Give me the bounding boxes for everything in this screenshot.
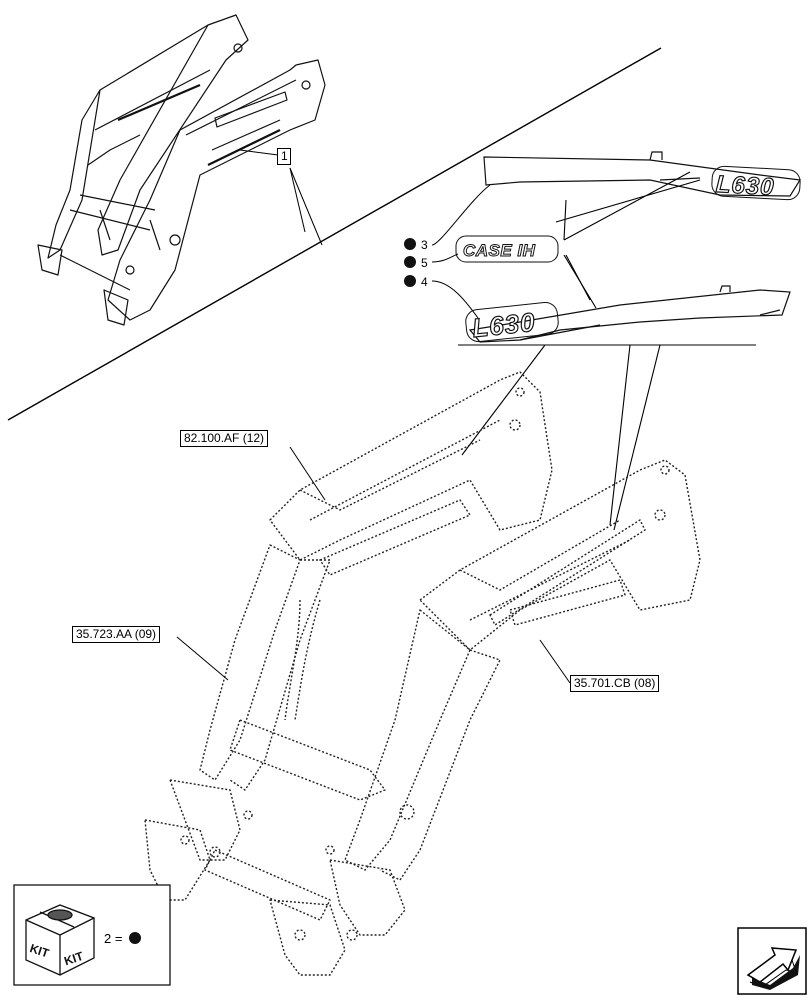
bullet-icon — [404, 275, 416, 287]
callout-index-box[interactable]: 1 — [277, 148, 291, 165]
kit-box-icon — [25, 904, 95, 976]
kit-legend: KIT KIT 2 = — [13, 884, 171, 986]
decal-l630-lower-text: L630 — [471, 307, 537, 343]
decal-item-list: 3 5 4 — [404, 238, 428, 289]
reference-82-100-af[interactable]: 82.100.AF (12) — [180, 430, 269, 447]
kit-equation: 2 = — [104, 931, 122, 946]
decal-leaders — [458, 171, 756, 531]
overview-loader-drawing — [37, 14, 326, 326]
decal-item-number: 4 — [421, 275, 428, 289]
next-page-arrow-icon[interactable] — [737, 927, 807, 995]
kit-label-right: KIT — [62, 949, 85, 968]
section-divider — [7, 47, 662, 421]
decal-case-ih-text: CASE IH — [463, 241, 536, 260]
decal-item-number: 5 — [421, 256, 428, 270]
decal-detail — [468, 151, 802, 343]
callout-1-leader-to-divider-b — [289, 167, 306, 233]
bullet-leaders — [431, 184, 491, 319]
reference-35-723-aa[interactable]: 35.723.AA (09) — [72, 626, 161, 643]
callout-1-leader — [239, 149, 279, 156]
bullet-icon — [404, 256, 416, 268]
bullet-icon — [129, 932, 141, 944]
decal-case-ih: CASE IH — [455, 235, 559, 263]
decal-item-number: 3 — [421, 238, 428, 252]
decal-l630-lower: L630 — [465, 301, 559, 344]
decal-l630-upper-text: L630 — [715, 171, 775, 201]
bullet-icon — [404, 238, 416, 250]
callout-1-leader-to-divider — [289, 167, 323, 246]
reference-leaders — [176, 446, 571, 684]
kit-label-left: KIT — [28, 941, 51, 960]
main-loader-drawing — [144, 371, 701, 976]
decal-l630-upper: L630 — [711, 165, 801, 202]
reference-35-701-cb[interactable]: 35.701.CB (08) — [570, 675, 660, 692]
